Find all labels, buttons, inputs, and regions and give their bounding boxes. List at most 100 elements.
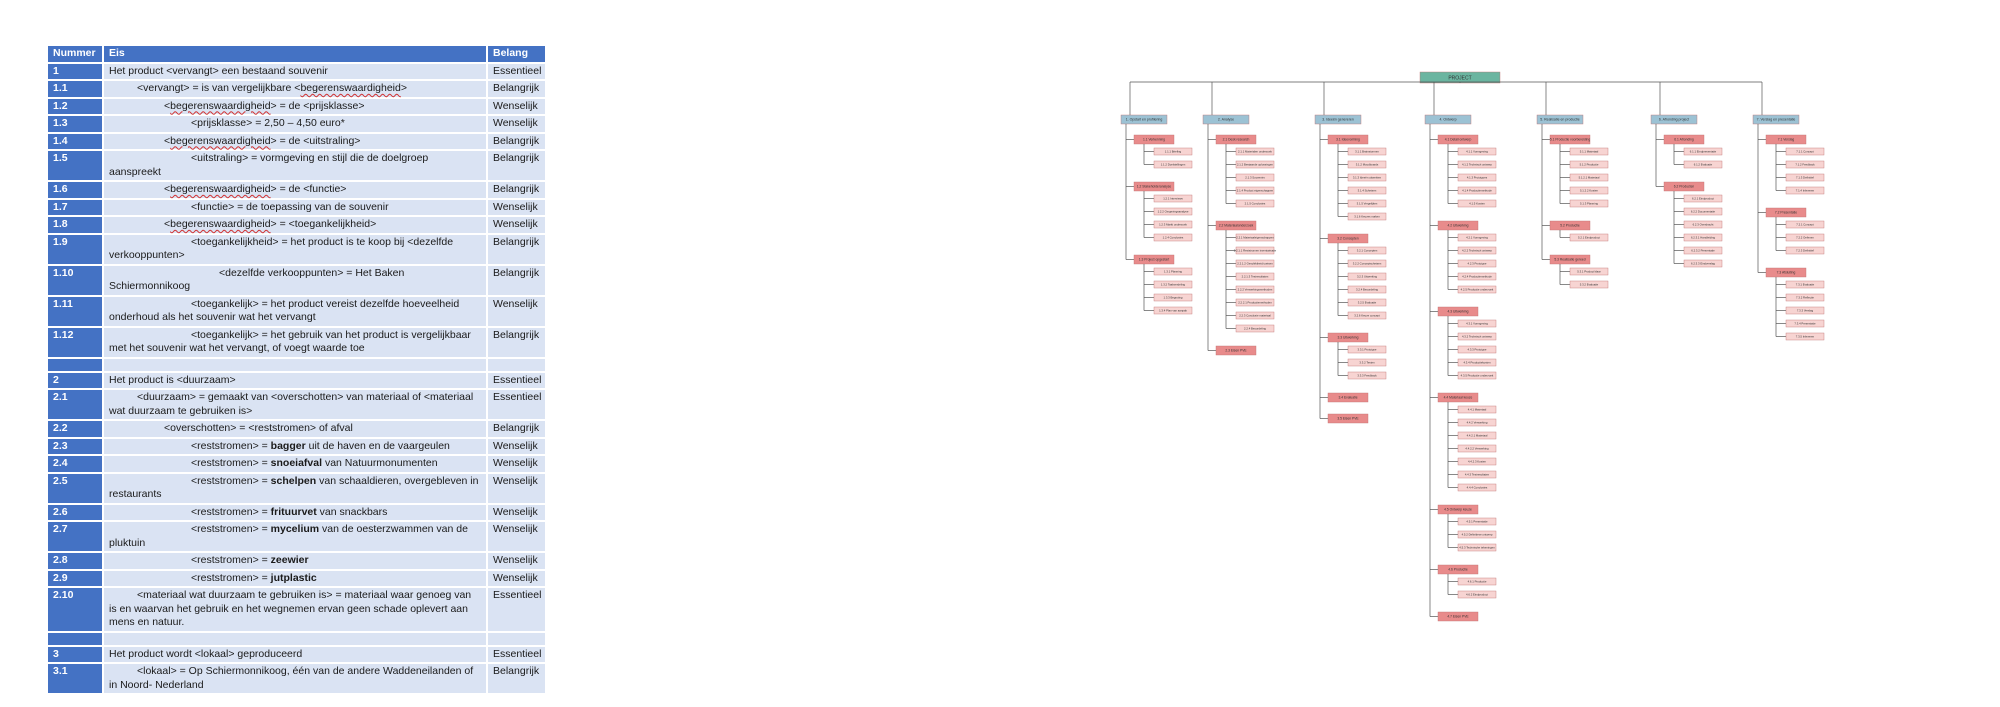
wbs-level3-box (1457, 431, 1497, 440)
wbs-level3-box (1457, 405, 1497, 414)
cell-eis: <vervangt> = is van vergelijkbare <beger… (104, 81, 488, 97)
wbs-level2-label: 1.3 Project opgestart (1139, 258, 1170, 262)
eis-suffix: van schaaldieren, overgebleven in restau… (109, 474, 479, 501)
wbs-level2-box (1437, 392, 1479, 403)
wbs-level3-label: 6.2.3.1 Handleiding (1691, 235, 1716, 239)
cell-belang: Belangrijk (488, 133, 547, 149)
cell-belang: Wenselijk (488, 473, 547, 503)
eis-text: Het product wordt <lokaal> geproduceerd (109, 647, 303, 660)
wbs-level3-box (1457, 444, 1497, 453)
table-row: 1.5<uitstraling> = vormgeving en stijl d… (48, 151, 547, 180)
wbs-level2-label: 4.6 Productie (1448, 568, 1468, 572)
cell-nummer: 2.6 (48, 504, 104, 520)
cell-nummer: 1.1 (48, 81, 104, 97)
wbs-level3-label: 3.1.6 Keuzes maken (1354, 214, 1380, 218)
wbs-level3-label: 1.3.3 Begroting (1164, 295, 1183, 299)
table-row: 1.4<begerenswaardigheid> = de <uitstrali… (48, 133, 547, 149)
wbs-level3-label: 3.2.6 Keuze concept (1354, 313, 1380, 317)
wbs-level3-box (1347, 272, 1387, 281)
wbs-level3-label: 7.1.3 Definitief (1796, 175, 1814, 179)
wbs-level1-box (1424, 114, 1472, 125)
wbs-level3-box (1153, 267, 1193, 276)
wbs-level3-label: 4.3.4 Productiekosten (1463, 360, 1490, 364)
wbs-level3-label: 4.1.2 Technisch ontwerp (1462, 162, 1493, 166)
wbs-level3-label: 4.6.2 Eindproduct (1466, 592, 1488, 596)
cell-nummer: 3.1 (48, 664, 104, 693)
cell-nummer: 1.6 (48, 182, 104, 198)
eis-suffix: van Natuurmonumenten (322, 457, 438, 469)
table-row: 1.10<dezelfde verkooppunten> = Het Baken… (48, 265, 547, 295)
wbs-level3-label: 6.2.3.2 Presentatie (1691, 248, 1715, 252)
wbs-level3-label: 4.4.1 Materiaal (1468, 407, 1487, 411)
wbs-level3-box (1235, 233, 1275, 242)
wbs-level3-label: 4.5.1 Presentatie (1466, 519, 1488, 523)
table-row: 1.11<toegankelijk> = het product vereist… (48, 296, 547, 326)
wbs-level3-box (1785, 280, 1825, 289)
eis-text: <toegankelijkheid> = het product is te k… (109, 235, 454, 262)
cell-nummer: 3 (48, 646, 104, 662)
wbs-level3-box (1569, 173, 1609, 182)
eis-prefix: <reststromen> = (191, 505, 271, 518)
wbs-level3-label: 3.2.4 Beoordeling (1356, 287, 1378, 291)
wbs-level3-label: 6.2.1 Eindproduct (1692, 196, 1714, 200)
cell-belang: Wenselijk (488, 504, 547, 520)
wbs-level3-box (1235, 272, 1275, 281)
wbs-level3-label: 7.3.5 Inleveren (1796, 334, 1815, 338)
cell-belang: Essentieel (488, 390, 547, 419)
table-row: 1.6<begerenswaardigheid> = de <functie>B… (48, 182, 547, 198)
wbs-level3-box (1457, 358, 1497, 367)
wbs-level1-label: 5. Realisatie en productie (1540, 118, 1580, 122)
wbs-level2-label: 1.2 Stakeholderanalyse (1137, 185, 1172, 189)
wbs-level3-box (1457, 199, 1497, 208)
wbs-level3-box (1457, 332, 1497, 341)
cell-belang: Wenselijk (488, 116, 547, 132)
wbs-level3-box (1457, 530, 1497, 539)
wbs-level3-label: 4.3.1 Vormgeving (1466, 321, 1488, 325)
cell-belang: Wenselijk (488, 553, 547, 569)
wbs-level3-box (1347, 311, 1387, 320)
wbs-level3-box (1457, 272, 1497, 281)
wbs-level3-label: 1.2.1 Interviews (1163, 196, 1183, 200)
cell-eis: <duurzaam> = gemaakt van <overschotten> … (104, 390, 488, 419)
cell-nummer (48, 632, 104, 645)
wbs-level2-box (1437, 134, 1479, 145)
cell-eis: <reststromen> = snoeiafval van Natuurmon… (104, 456, 488, 472)
eis-material: mycelium (270, 523, 320, 535)
wbs-level3-box (1457, 457, 1497, 466)
cell-belang: Wenselijk (488, 456, 547, 472)
wbs-level2-box (1437, 306, 1479, 317)
cell-belang: Wenselijk (488, 522, 547, 551)
eis-text: <begerenswaardigheid> = de <prijsklasse> (164, 99, 365, 112)
wbs-level3-box (1683, 233, 1723, 242)
wbs-level3-box (1457, 517, 1497, 526)
cell-nummer: 1.8 (48, 217, 104, 233)
wbs-level3-box (1347, 259, 1387, 268)
cell-belang: Essentieel (488, 646, 547, 662)
wbs-level2-label: 2.2 Materiaalonderzoek (1219, 224, 1254, 228)
wbs-level2-label: 5.2 Productie (1560, 224, 1580, 228)
eis-text: <materiaal wat duurzaam te gebruiken is>… (109, 589, 472, 628)
wbs-level3-box (1457, 246, 1497, 255)
wbs-level3-label: 4.2.2 Technisch ontwerp (1462, 248, 1493, 252)
cell-eis: <begerenswaardigheid> = de <prijsklasse> (104, 98, 488, 114)
cell-eis: <lokaal> = Op Schiermonnikoog, één van d… (104, 664, 488, 693)
cell-nummer: 1.7 (48, 199, 104, 215)
wbs-level3-label: 7.1.2 Feedback (1795, 162, 1815, 166)
wbs-level3-box (1785, 173, 1825, 182)
table-row: 2.10<materiaal wat duurzaam te gebruiken… (48, 588, 547, 631)
eis-suffix: van de oesterzwammen van de pluktuin (109, 523, 468, 549)
wbs-level3-box (1347, 246, 1387, 255)
wbs-level3-label: 3.2.1 Concepten (1357, 248, 1378, 252)
wbs-level2-box (1327, 332, 1369, 343)
wbs-level3-box (1457, 483, 1497, 492)
wbs-level3-box (1785, 147, 1825, 156)
cell-belang: Wenselijk (488, 199, 547, 215)
wbs-level3-label: 3.3.3 Feedback (1357, 373, 1377, 377)
wbs-level3-box (1457, 590, 1497, 599)
wbs-level3-box (1153, 194, 1193, 203)
wbs-level3-box (1347, 345, 1387, 354)
wbs-level3-label: 7.3.2 Reflectie (1796, 295, 1814, 299)
cell-eis: <reststromen> = schelpen van schaaldiere… (104, 473, 488, 503)
